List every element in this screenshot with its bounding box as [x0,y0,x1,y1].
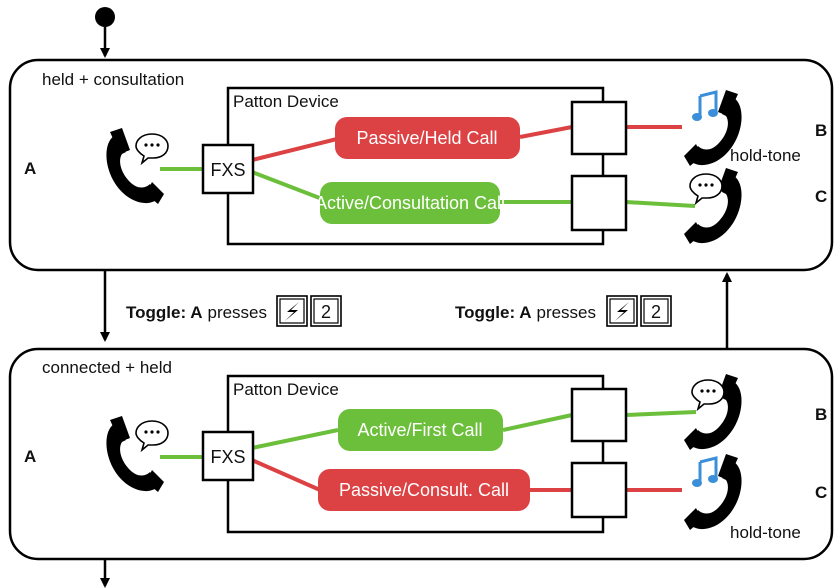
key-2-inner [313,298,339,324]
key-2-label: 2 [651,302,661,322]
fxs-label: FXS [210,160,245,180]
call-label-lower: Active/Consultation Call [315,193,505,213]
call-pill-upper [338,409,503,451]
line-active-port [502,413,573,432]
party-c-label: C [815,187,827,206]
key-2-inner [643,298,669,324]
device-label: Patton Device [233,92,339,111]
line-port-c [625,200,696,208]
initial-state-dot [95,7,115,27]
hold-tone-label: hold-tone [730,523,801,542]
key-2-label: 2 [321,302,331,322]
hold-tone-label: hold-tone [730,146,801,165]
fxs-port [201,430,255,482]
line-fxs-active [251,170,331,204]
line-passive-port [519,125,573,139]
call-label-lower: Passive/Consult. Call [339,480,509,500]
state-held-consultation: held + consultation A Patton Device FXS … [8,58,834,272]
device-port-upper [570,100,628,156]
call-pill-lower [318,469,530,511]
line-fxs-passive [251,458,321,492]
device-port-lower [570,461,628,519]
state-connected-held: connected + held A Patton Device FXS Act… [8,347,834,561]
call-label-upper: Passive/Held Call [356,128,497,148]
party-a-label: A [24,159,36,178]
party-b-label: B [815,405,827,424]
line-fxs-active [251,428,339,450]
call-pill-upper [335,117,520,159]
fxs-label: FXS [210,447,245,467]
device-port-lower [570,174,628,232]
line-fxs-passive [251,135,346,162]
flash-icon [606,295,638,327]
state-title: held + consultation [42,70,184,89]
call-pill-lower [320,182,500,224]
device-label: Patton Device [233,380,339,399]
fxs-port [201,143,255,195]
call-label-upper: Active/First Call [357,420,482,440]
state-title: connected + held [42,358,172,377]
device-port-upper [570,387,628,443]
party-a-label: A [24,447,36,466]
party-b-label: B [815,121,827,140]
party-c-label: C [815,483,827,502]
line-port-b [625,410,697,417]
flash-icon [276,295,308,327]
